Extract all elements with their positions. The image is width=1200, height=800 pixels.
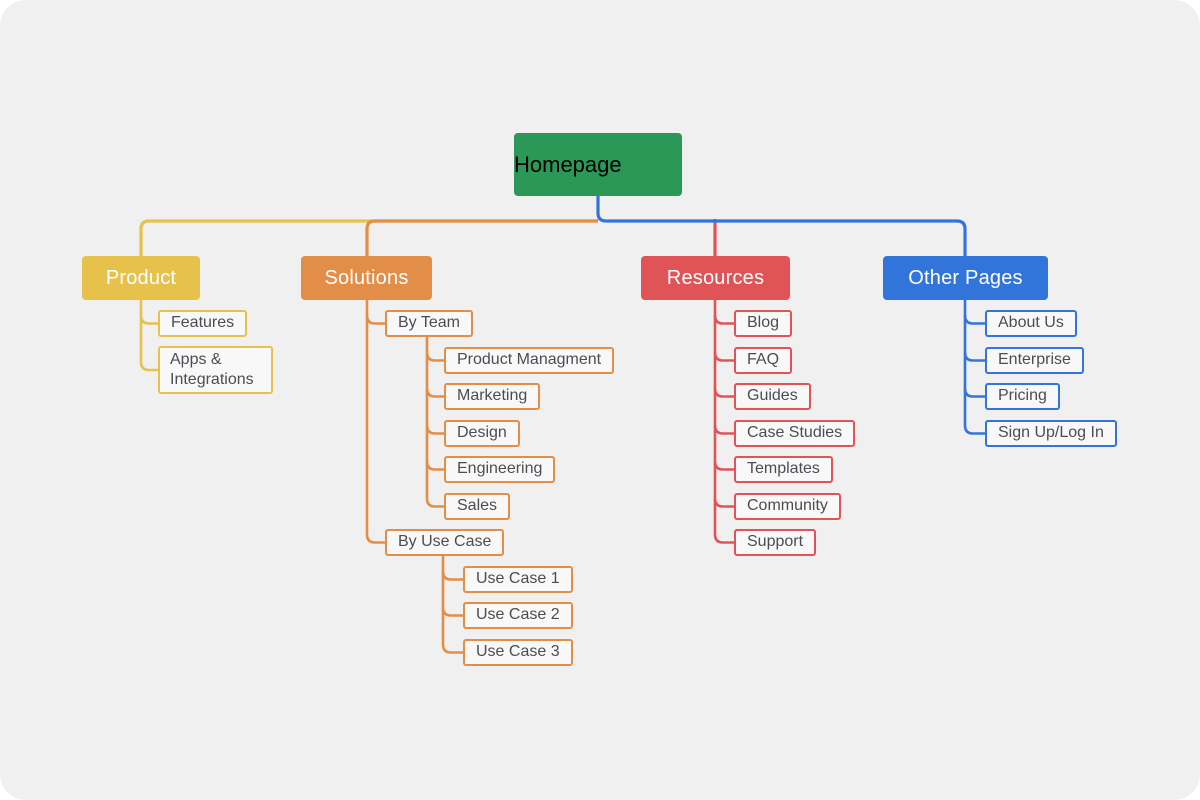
node-community[interactable]: Community <box>734 493 841 520</box>
node-product-managment[interactable]: Product Managment <box>444 347 615 374</box>
node-about-us[interactable]: About Us <box>985 310 1077 337</box>
node-by-team[interactable]: By Team <box>385 310 473 337</box>
node-apps-integrations[interactable]: Apps & Integrations <box>158 346 273 394</box>
node-features[interactable]: Features <box>158 310 248 337</box>
node-product[interactable]: Product <box>82 256 200 300</box>
node-use-case-2[interactable]: Use Case 2 <box>463 602 573 629</box>
node-case-studies[interactable]: Case Studies <box>734 420 856 447</box>
node-faq[interactable]: FAQ <box>734 347 793 374</box>
node-support[interactable]: Support <box>734 529 817 556</box>
node-templates[interactable]: Templates <box>734 456 833 483</box>
node-marketing[interactable]: Marketing <box>444 383 541 410</box>
node-blog[interactable]: Blog <box>734 310 793 337</box>
node-enterprise[interactable]: Enterprise <box>985 347 1084 374</box>
node-sales[interactable]: Sales <box>444 493 511 520</box>
node-sign-up-log-in[interactable]: Sign Up/Log In <box>985 420 1117 447</box>
node-resources[interactable]: Resources <box>641 256 790 300</box>
node-use-case-3[interactable]: Use Case 3 <box>463 639 573 666</box>
node-pricing[interactable]: Pricing <box>985 383 1060 410</box>
node-design[interactable]: Design <box>444 420 520 447</box>
node-by-use-case[interactable]: By Use Case <box>385 529 505 556</box>
node-use-case-1[interactable]: Use Case 1 <box>463 566 573 593</box>
node-homepage[interactable]: Homepage <box>514 133 682 196</box>
node-engineering[interactable]: Engineering <box>444 456 556 483</box>
node-other-pages[interactable]: Other Pages <box>883 256 1048 300</box>
node-solutions[interactable]: Solutions <box>301 256 432 300</box>
node-guides[interactable]: Guides <box>734 383 811 410</box>
